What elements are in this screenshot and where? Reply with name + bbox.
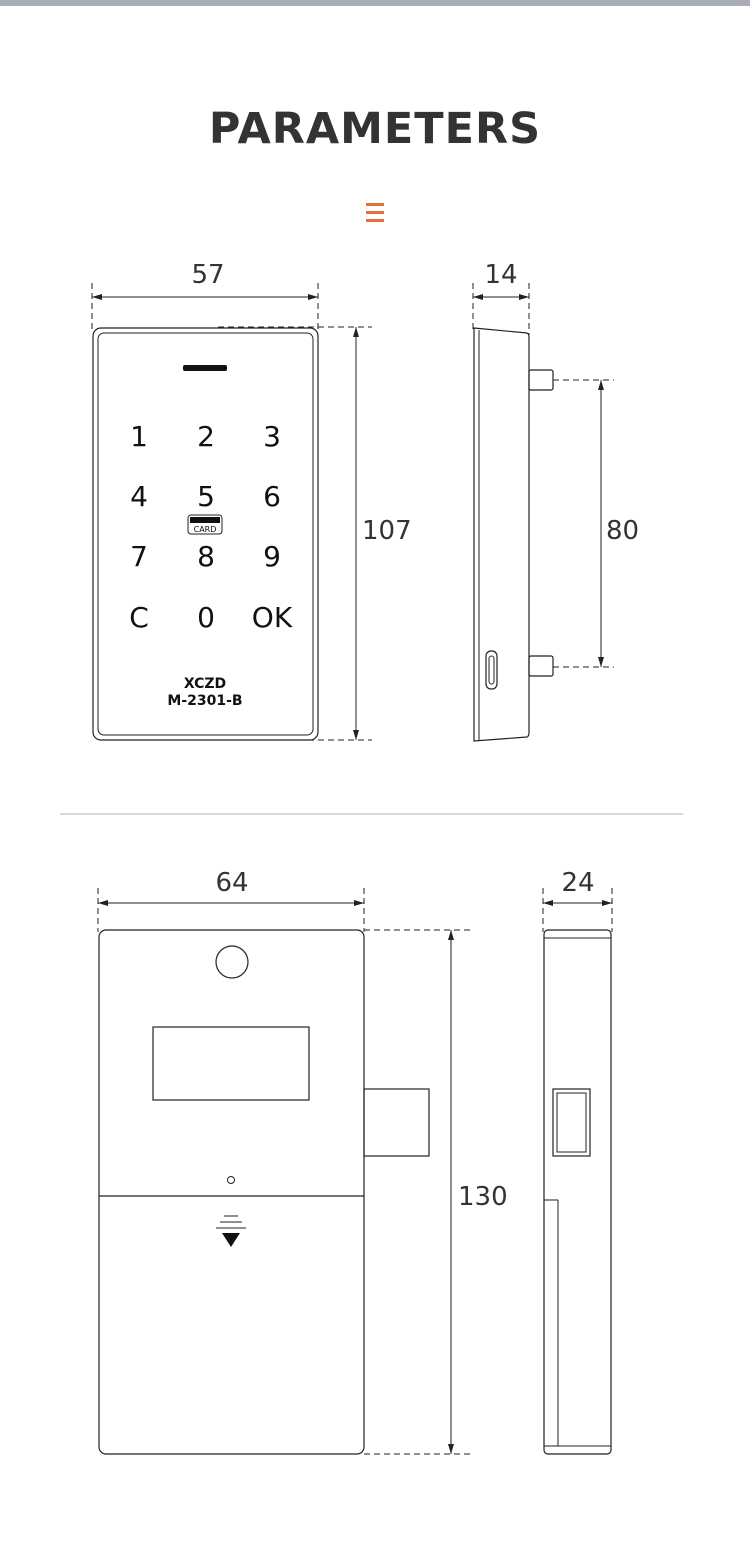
key-3: 3 <box>263 420 281 453</box>
card-label: CARD <box>194 525 217 534</box>
key-7: 7 <box>130 540 148 573</box>
dimension-panel-depth: 14 <box>472 260 530 335</box>
lock-body-side <box>543 929 612 1455</box>
lock-body-front <box>98 929 430 1455</box>
body-width-label: 64 <box>215 868 248 898</box>
panel-depth-label: 14 <box>484 260 517 290</box>
key-1: 1 <box>130 420 148 453</box>
card-icon: CARD <box>187 514 223 535</box>
keypad-panel-side <box>473 327 554 742</box>
side-latch-outline <box>552 1088 591 1157</box>
body-depth-label: 24 <box>561 868 594 898</box>
dimension-panel-width: 57 <box>91 260 319 330</box>
key-c: C <box>129 601 149 634</box>
reset-hole <box>227 1176 235 1184</box>
key-0: 0 <box>197 601 215 634</box>
dimension-body-depth: 24 <box>542 868 613 932</box>
brand-label: XCZD <box>184 676 226 692</box>
hole-spacing-label: 80 <box>606 516 639 546</box>
lock-cylinder-hole <box>215 945 249 979</box>
dimension-panel-height: 107 <box>218 326 412 741</box>
panel-width-label: 57 <box>191 260 224 290</box>
key-5: 5 <box>197 480 215 513</box>
dimension-body-width: 64 <box>97 868 365 932</box>
page-title: PARAMETERS <box>208 104 542 154</box>
mounting-post-bottom <box>528 655 554 677</box>
battery-cover-arrow-icon <box>216 1215 246 1247</box>
key-8: 8 <box>197 540 215 573</box>
dimension-hole-spacing: 80 <box>553 379 639 668</box>
key-6: 6 <box>263 480 281 513</box>
mounting-post-top <box>528 369 554 391</box>
model-label: M-2301-B <box>167 693 242 709</box>
latch-bolt <box>363 1088 430 1157</box>
indicator-slot <box>183 365 227 371</box>
lock-window <box>152 1026 310 1101</box>
key-ok: OK <box>252 601 293 634</box>
key-9: 9 <box>263 540 281 573</box>
top-bar <box>0 0 750 6</box>
key-2: 2 <box>197 420 215 453</box>
panel-height-label: 107 <box>362 516 412 546</box>
keypad-panel-front: 1 2 3 4 5 6 7 8 9 C 0 OK CARD XCZD M-230… <box>92 327 319 741</box>
dimension-body-height: 130 <box>364 929 508 1455</box>
menu-icon <box>366 203 384 223</box>
body-height-label: 130 <box>458 1182 508 1212</box>
key-4: 4 <box>130 480 148 513</box>
usb-c-port-icon <box>485 650 498 690</box>
